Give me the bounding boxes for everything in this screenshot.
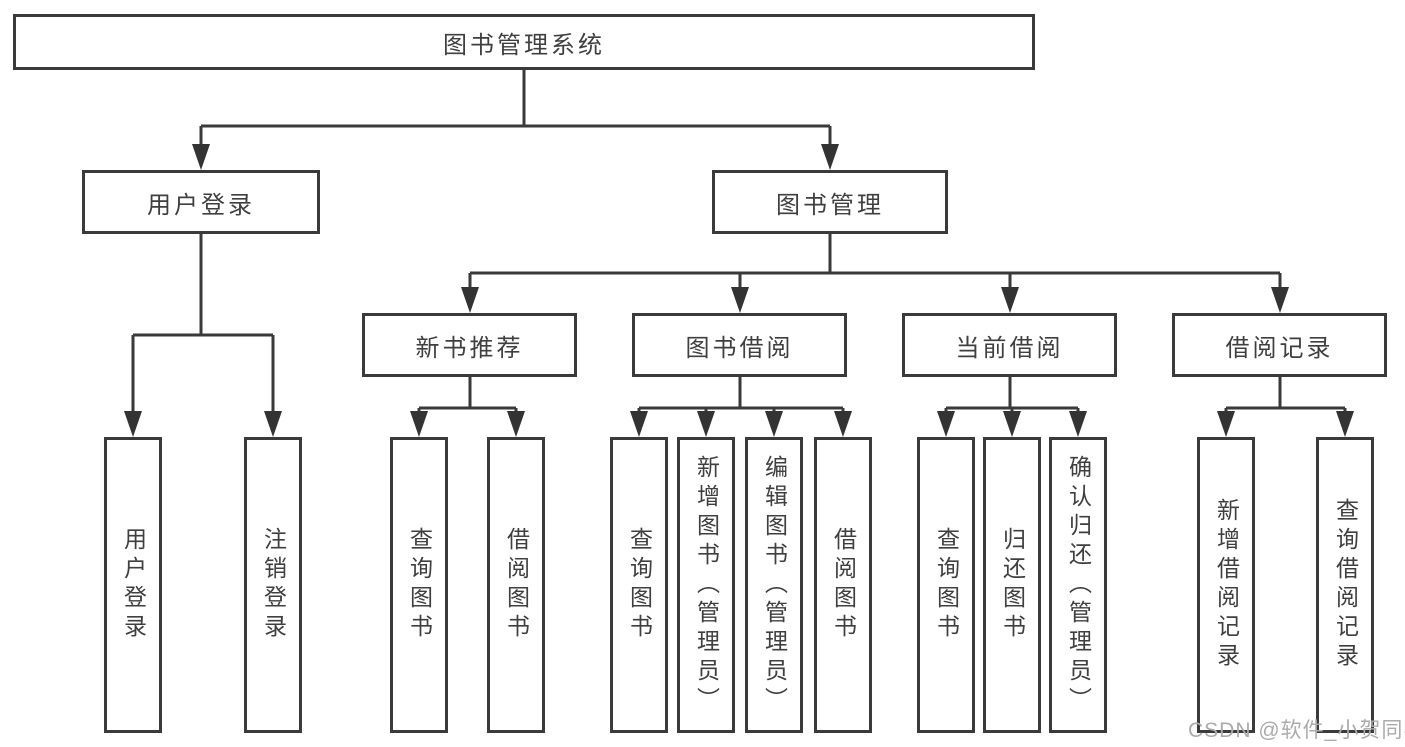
arrowhead-icon [630, 411, 648, 437]
arrowhead-icon [1069, 411, 1087, 437]
node-book-borrow: 图书借阅 [632, 313, 847, 377]
arrowhead-icon [731, 287, 749, 313]
leaf-add-book-admin: 新增图书（管理员） [677, 437, 735, 733]
leaf-query-borrow-record: 查询借阅记录 [1316, 437, 1374, 733]
node-new-book-recommend: 新书推荐 [362, 313, 577, 377]
leaf-borrow-books-recommend: 借阅图书 [487, 437, 545, 733]
leaf-return-book: 归还图书 [983, 437, 1041, 733]
watermark: CSDN @软件_小贺同学 [1188, 719, 1405, 742]
leaf-query-books-borrow: 查询图书 [610, 437, 668, 733]
leaf-user-login: 用户登录 [104, 437, 162, 733]
arrowhead-icon [461, 287, 479, 313]
arrowhead-icon [821, 144, 839, 170]
arrowhead-icon [1001, 287, 1019, 313]
arrowhead-icon [264, 411, 282, 437]
arrowhead-icon [1003, 411, 1021, 437]
arrowhead-icon [507, 411, 525, 437]
node-book-management: 图书管理 [712, 170, 948, 234]
arrowheads [124, 144, 1354, 437]
arrowhead-icon [1271, 287, 1289, 313]
arrowhead-icon [124, 411, 142, 437]
arrowhead-icon [765, 411, 783, 437]
node-current-borrow: 当前借阅 [902, 313, 1117, 377]
node-user-login: 用户登录 [82, 170, 320, 234]
connector-book-borrow-branch [637, 376, 845, 419]
node-root: 图书管理系统 [13, 14, 1035, 70]
arrowhead-icon [937, 411, 955, 437]
arrowhead-icon [410, 411, 428, 437]
leaf-borrow-books-borrow: 借阅图书 [814, 437, 872, 733]
leaf-add-borrow-record: 新增借阅记录 [1197, 437, 1255, 733]
arrowhead-icon [1217, 411, 1235, 437]
connector-root-to-level2 [199, 70, 832, 150]
connector-book-management-to-level3 [468, 233, 1282, 292]
leaf-query-books-recommend: 查询图书 [390, 437, 448, 733]
leaf-query-books-current: 查询图书 [917, 437, 975, 733]
connector-new-book-branch [417, 376, 518, 419]
connector-borrow-records-branch [1224, 376, 1347, 419]
arrowhead-icon [834, 411, 852, 437]
node-borrow-records: 借阅记录 [1172, 313, 1387, 377]
arrowhead-icon [697, 411, 715, 437]
leaf-confirm-return-admin: 确认归还（管理员） [1049, 437, 1107, 733]
arrowhead-icon [192, 144, 210, 170]
connector-user-login-branch [131, 233, 275, 419]
leaf-logout: 注销登录 [244, 437, 302, 733]
arrowhead-icon [1336, 411, 1354, 437]
leaf-edit-book-admin: 编辑图书（管理员） [745, 437, 803, 733]
